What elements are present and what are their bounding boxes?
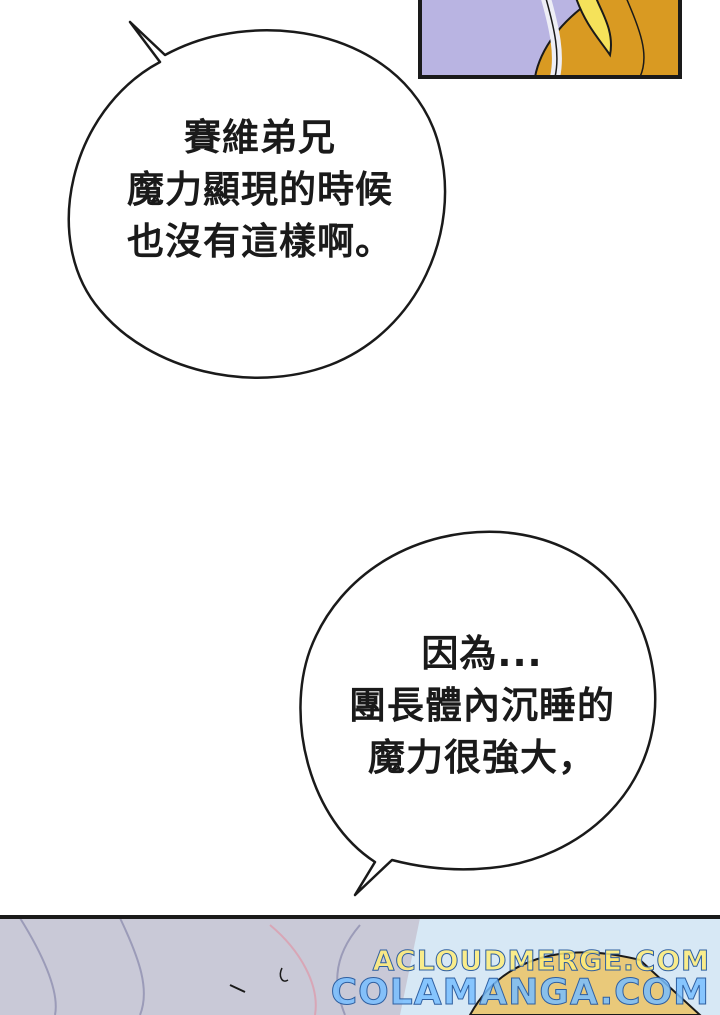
bubble-1-text: 賽維弟兄 魔力顯現的時候 也沒有這樣啊。 — [90, 112, 430, 268]
bubble-2-line-3: 魔力很強大， — [368, 736, 596, 779]
bubble-1-line-3: 也沒有這樣啊。 — [127, 220, 393, 263]
bubble-2-text: 因為... 團長體內沉睡的 魔力很強大， — [322, 628, 642, 784]
speech-bubble-2 — [299, 530, 657, 897]
bottom-panel — [0, 915, 720, 1015]
bubble-1-line-2: 魔力顯現的時候 — [127, 168, 393, 211]
watermark-line-2: COLAMANGA.COM — [330, 972, 710, 1014]
speech-bubble-1 — [67, 20, 447, 379]
watermark-line-1: ACLOUDMERGE.COM — [372, 944, 710, 978]
bubble-2-line-1: 因為... — [421, 632, 543, 675]
bubble-1-line-1: 賽維弟兄 — [184, 116, 336, 159]
bubble-2-line-2: 團長體內沉睡的 — [349, 684, 615, 727]
top-panel — [418, 0, 682, 79]
